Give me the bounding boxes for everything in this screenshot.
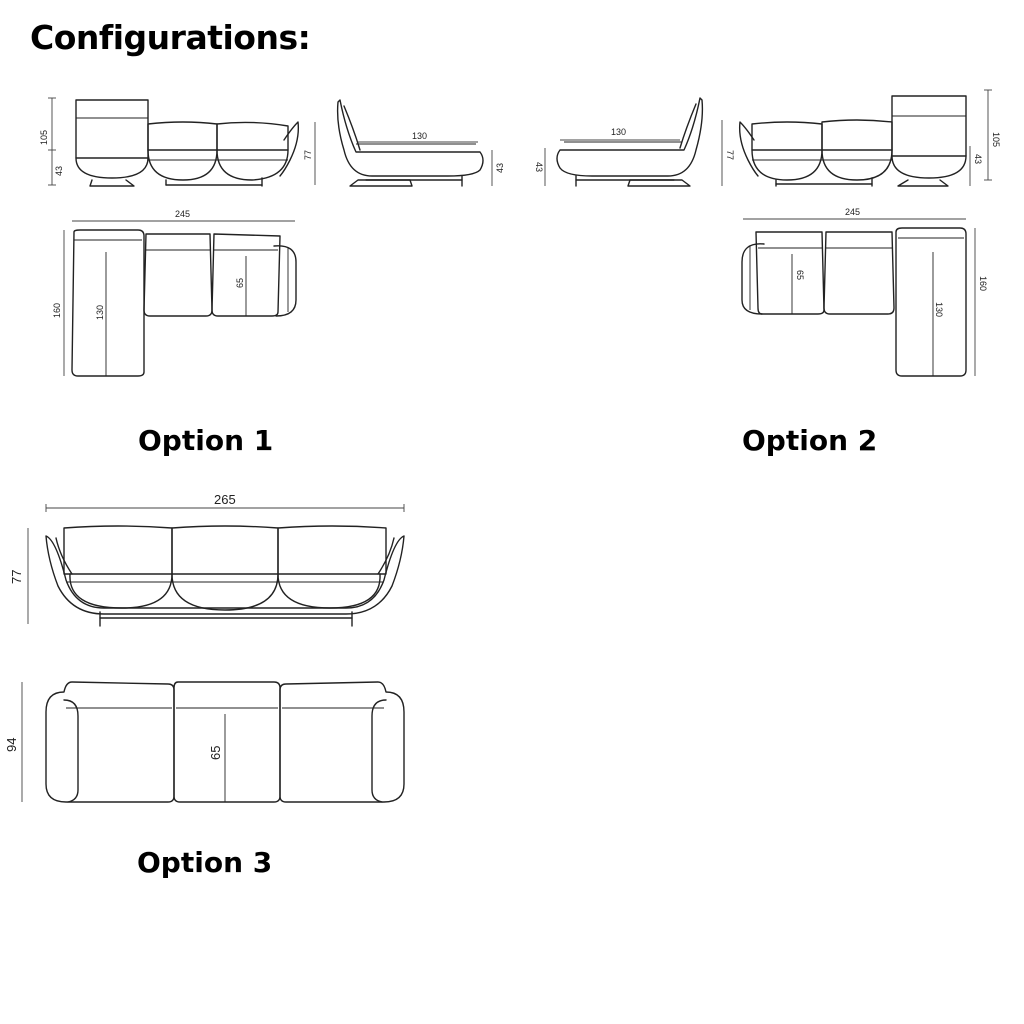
dim-o2-chaise-len: 130 [611,127,626,137]
dim-o1-height: 105 [39,130,49,145]
page-title: Configurations: [30,18,311,57]
option1-side-view: 130 43 [336,99,505,187]
dim-o3-depth: 94 [4,738,19,752]
dim-o2-seat: 65 [795,270,805,280]
option1-front-view: 105 43 77 [39,97,316,187]
dim-o3-height: 77 [9,570,24,584]
dim-o1-seat: 65 [235,278,245,288]
dim-o1-chaise: 130 [95,305,105,320]
dim-o2-chaise: 130 [934,302,944,317]
option2-side-view: 130 43 [534,97,704,187]
option3-front-view: 265 77 [9,492,405,627]
dim-o3-seat: 65 [208,746,223,760]
option-3-label: Option 3 [137,846,273,879]
dim-o1-depth: 160 [52,303,62,318]
dim-o1-chaise-len: 130 [412,131,427,141]
dim-o2-height: 105 [991,132,1001,147]
dim-o1-width: 245 [175,209,190,219]
option-1-label: Option 1 [138,424,274,457]
dim-o2-depth: 160 [978,276,988,291]
dim-o2-chaise-seat: 43 [534,162,544,172]
option2-plan-view: 245 160 65 130 [741,207,988,377]
option1-plan-view: 245 160 130 65 [52,209,297,377]
dim-o1-back: 77 [303,150,313,160]
dim-o1-seat: 43 [54,166,64,176]
dim-o2-seat: 43 [973,154,983,164]
dim-o2-back: 77 [725,150,735,160]
dim-o3-width: 265 [214,492,236,507]
option3-plan-view: 94 65 [4,681,405,803]
option-2-label: Option 2 [742,424,878,457]
dim-o2-width: 245 [845,207,860,217]
option2-front-view: 77 105 43 [721,89,1001,187]
dim-o1-chaise-seat: 43 [495,163,505,173]
